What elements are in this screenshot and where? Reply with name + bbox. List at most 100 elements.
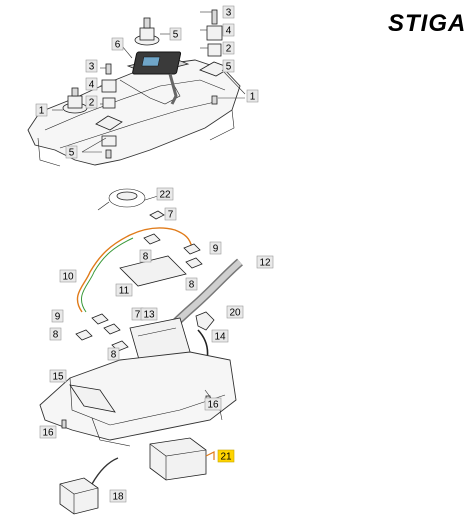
callout-c14: 14	[211, 329, 229, 343]
callout-box	[51, 309, 64, 323]
callout-number: 3	[89, 62, 95, 73]
callout-c4b: 4	[85, 77, 98, 91]
callout-box	[85, 77, 98, 91]
callout-c22: 22	[156, 187, 174, 201]
callout-box	[222, 5, 235, 19]
callout-number: 11	[119, 286, 130, 297]
wire-harness	[76, 227, 193, 313]
callout-c13: 13	[140, 307, 158, 321]
callout-c15: 15	[49, 369, 67, 383]
callout-number: 10	[62, 272, 74, 283]
callout-number: 16	[42, 428, 54, 439]
callout-box	[139, 249, 152, 263]
callout-c8c: 8	[49, 327, 62, 341]
callout-c21: 21	[217, 449, 235, 463]
callout-box	[35, 103, 48, 117]
callout-box	[85, 95, 98, 109]
callout-number: 16	[207, 400, 219, 411]
callout-number: 2	[226, 44, 232, 55]
callout-c5a: 5	[169, 27, 182, 41]
callout-box	[140, 307, 158, 321]
brand-logo: STIGA	[388, 10, 465, 37]
callout-box	[111, 37, 124, 51]
callout-number: 8	[143, 252, 149, 263]
lower-chassis	[39, 351, 237, 447]
callout-box	[59, 269, 77, 283]
callout-c18: 18	[109, 489, 127, 503]
callout-c1b: 1	[246, 89, 259, 103]
callout-box	[49, 327, 62, 341]
callout-box	[209, 241, 222, 255]
callout-number: 8	[111, 350, 117, 361]
callout-c11: 11	[115, 283, 133, 297]
mounting-plate	[119, 255, 187, 287]
callout-c9a: 9	[209, 241, 222, 255]
callout-number: 6	[115, 40, 121, 51]
callout-number: 14	[214, 332, 226, 343]
callout-number: 8	[53, 330, 59, 341]
shock-mount-top	[134, 17, 160, 46]
callout-c1a: 1	[35, 103, 48, 117]
callout-c6: 6	[111, 37, 124, 51]
callout-box	[107, 347, 120, 361]
callout-c5b: 5	[222, 59, 235, 73]
display-panel	[126, 51, 190, 105]
callout-box	[49, 369, 67, 383]
callout-number: 1	[39, 106, 45, 117]
callout-box	[85, 59, 98, 73]
callout-c9b: 9	[51, 309, 64, 323]
callout-box	[222, 59, 235, 73]
callout-c8a: 8	[139, 249, 152, 263]
callout-number: 5	[69, 148, 75, 159]
callout-box	[185, 277, 198, 291]
callout-box	[164, 207, 177, 221]
callout-box	[222, 41, 235, 55]
callout-number: 15	[52, 372, 64, 383]
battery-pack	[149, 437, 215, 481]
charging-box	[59, 457, 119, 515]
callout-c3a: 3	[222, 5, 235, 19]
shock-mount-right	[199, 9, 231, 105]
callout-number: 9	[55, 312, 61, 323]
callout-number: 5	[226, 62, 232, 73]
callout-c16a: 16	[39, 425, 57, 439]
callout-c8d: 8	[107, 347, 120, 361]
callout-c4a: 4	[222, 23, 235, 37]
callout-c12: 12	[256, 255, 274, 269]
shock-mount-left-stack	[95, 63, 123, 159]
callout-box	[39, 425, 57, 439]
upper-housing	[27, 59, 241, 167]
callout-c3b: 3	[85, 59, 98, 73]
callout-c10: 10	[59, 269, 77, 283]
callout-c2a: 2	[222, 41, 235, 55]
callout-c2b: 2	[85, 95, 98, 109]
callout-number: 3	[226, 8, 232, 19]
callout-box	[217, 449, 235, 463]
callout-number: 22	[159, 190, 171, 201]
callout-number: 2	[89, 98, 95, 109]
callout-number: 1	[250, 92, 256, 103]
callout-box	[156, 187, 174, 201]
bracket-15	[69, 384, 116, 413]
callout-number: 8	[189, 280, 195, 291]
callout-number: 18	[112, 492, 124, 503]
callout-number: 13	[143, 310, 155, 321]
callout-number: 4	[226, 26, 232, 37]
callout-c16b: 16	[204, 397, 222, 411]
callout-c5c: 5	[65, 145, 78, 159]
callout-number: 12	[259, 258, 271, 269]
callout-c8b: 8	[185, 277, 198, 291]
callout-box	[226, 305, 244, 319]
callout-box	[109, 489, 127, 503]
callout-box	[246, 89, 259, 103]
callout-box	[222, 23, 235, 37]
callout-c20: 20	[226, 305, 244, 319]
callout-c7a: 7	[164, 207, 177, 221]
callout-number: 20	[229, 308, 241, 319]
callout-number: 4	[89, 80, 95, 91]
callout-box	[169, 27, 182, 41]
callout-number: 7	[135, 310, 141, 321]
sensor-disk	[97, 188, 159, 211]
